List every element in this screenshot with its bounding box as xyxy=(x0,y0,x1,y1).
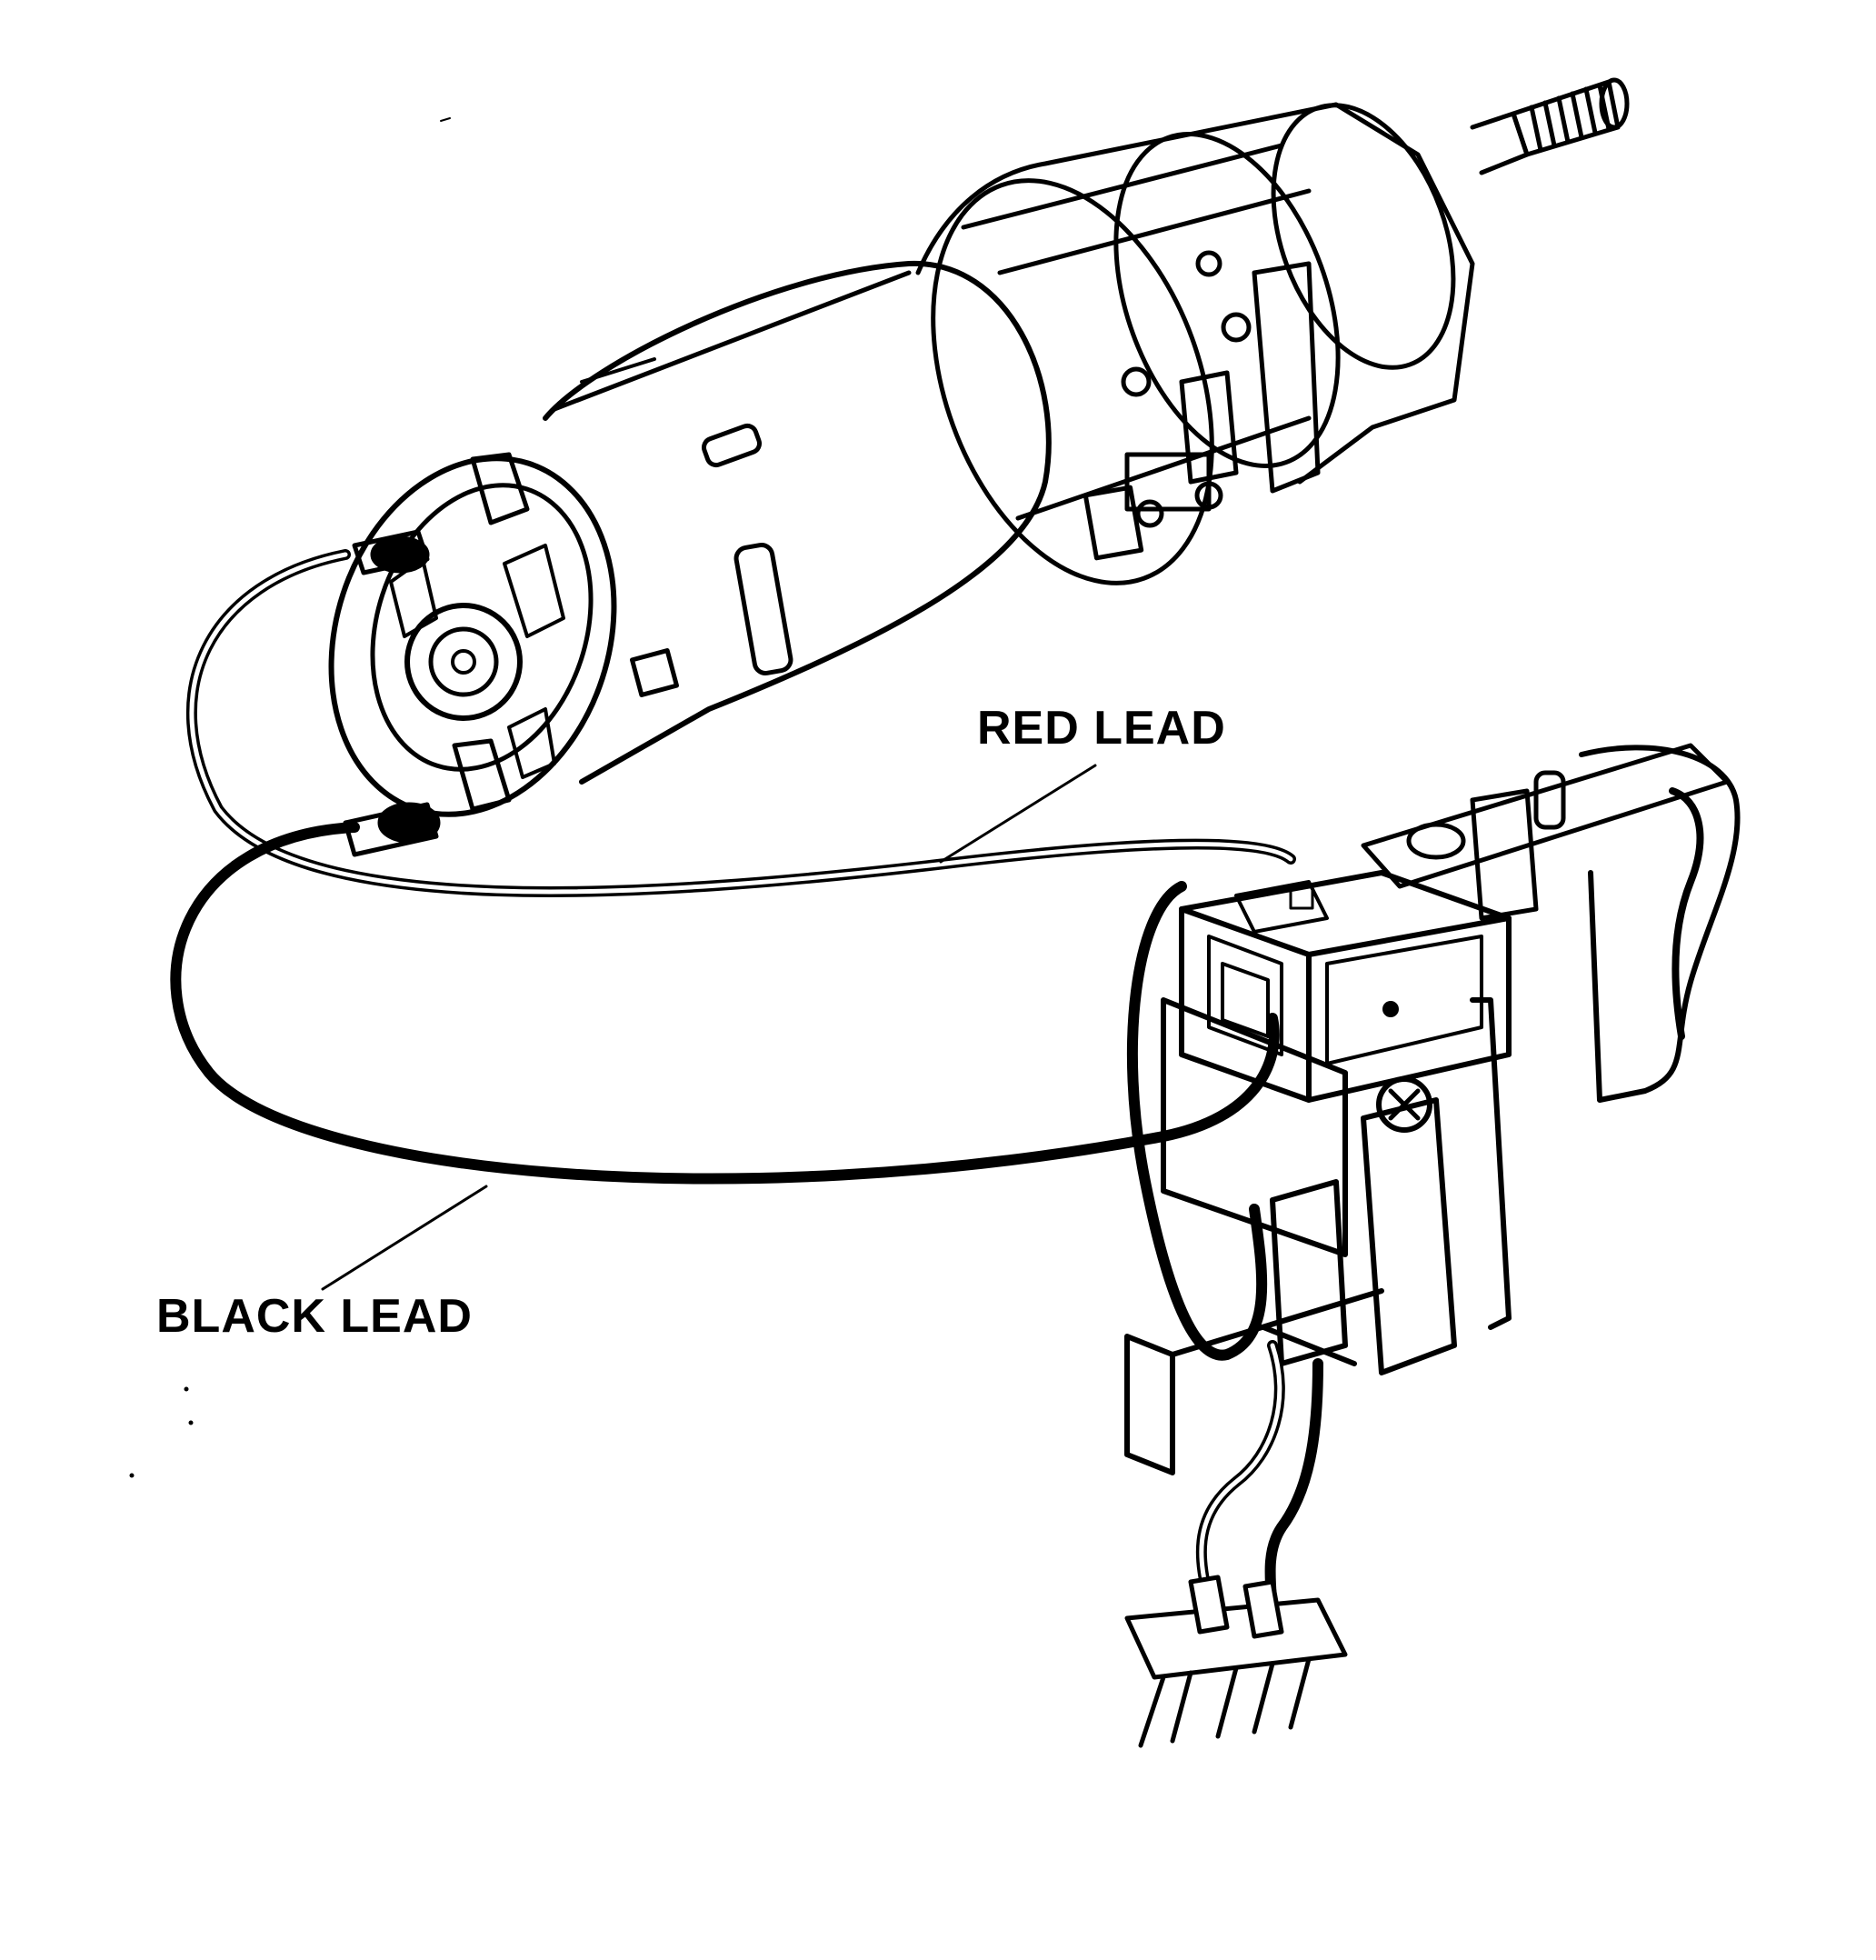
red-lead-label: RED LEAD xyxy=(977,702,1226,755)
trigger xyxy=(1579,745,1741,1103)
switch-lower-block xyxy=(1270,997,1512,1375)
motor-terminals xyxy=(343,529,441,857)
motor-assembly xyxy=(328,77,1630,857)
black-lead-loop xyxy=(1126,881,1268,1361)
black-lead-label: BLACK LEAD xyxy=(156,1290,473,1343)
switch-top-plate xyxy=(1361,743,1730,921)
motor-can xyxy=(543,260,1052,785)
red-lead-leader-line xyxy=(939,764,1097,864)
stray-marks xyxy=(129,117,451,1478)
trigger-switch-assembly xyxy=(1124,743,1741,1748)
red-lead-wire xyxy=(185,549,1296,897)
black-lead-leader-line xyxy=(321,1185,488,1291)
output-shaft xyxy=(1470,77,1630,175)
black-lead-wire xyxy=(170,822,1280,1185)
switch-body xyxy=(1179,870,1512,1103)
gear-housing xyxy=(915,102,1475,585)
motor-end-cap xyxy=(328,452,679,817)
battery-terminal-connector xyxy=(1124,1575,1348,1748)
